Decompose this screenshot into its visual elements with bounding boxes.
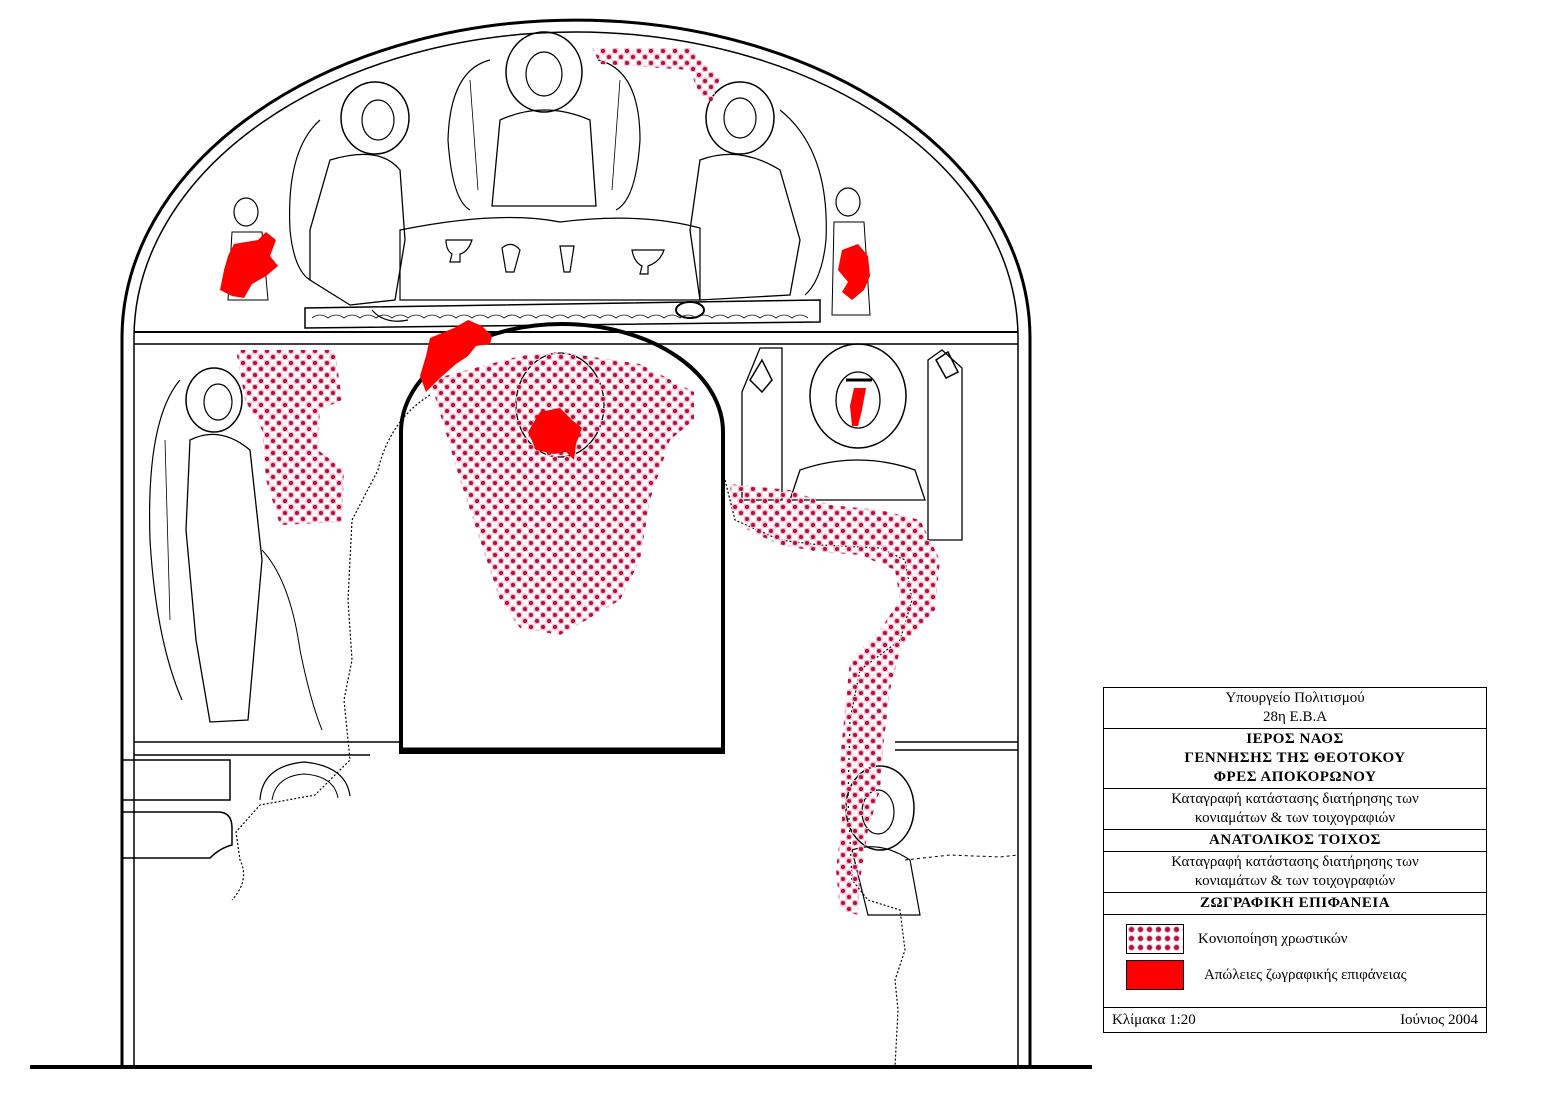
date-label: Ιούνιος 2004 [1400, 1012, 1478, 1028]
wall-inner-outline [133, 31, 1019, 1067]
right-angel-halo [705, 81, 775, 155]
title-block: Υπουργείο Πολιτισμού 28η Ε.Β.Α ΙΕΡΟΣ ΝΑΟ… [1103, 687, 1487, 1033]
architecture-left-tower [741, 347, 783, 501]
powdering-swatch [1126, 924, 1184, 954]
left-moulding [122, 759, 231, 801]
plaster-edge [231, 394, 431, 901]
table [304, 299, 821, 329]
central-angel-halo [505, 31, 583, 113]
survey-title-a-line-1: Καταγραφή κατάστασης διατήρησης των [1171, 791, 1419, 807]
powdering-area-lunette-top [592, 48, 720, 102]
authority-ministry: Υπουργείο Πολιτισμού [1225, 690, 1365, 706]
legend: Κονιοποίηση χρωστικών Απώλειες ζωγραφική… [1104, 915, 1486, 1008]
wall-outline [120, 18, 1032, 1067]
authority-department: 28η Ε.Β.Α [1262, 709, 1328, 725]
powdering-area-right-band [730, 484, 940, 915]
surface-name: ΖΩΓΡΑΦΙΚΗ ΕΠΙΦΑΝΕΙΑ [1104, 893, 1486, 915]
survey-title-b-line-2: κονιαμάτων & των τοιχογραφιών [1194, 873, 1396, 889]
survey-title-a: Καταγραφή κατάστασης διατήρησης των κονι… [1104, 789, 1486, 830]
legend-item-powdering: Κονιοποίηση χρωστικών [1104, 921, 1486, 957]
loss-area-1 [220, 232, 278, 298]
legend-item-loss: Απώλειες ζωγραφικής επιφάνειας [1104, 957, 1486, 993]
church-name-2: ΓΕΝΝΗΣΗΣ ΤΗΣ ΘΕΟΤΟΚΟΥ [1184, 750, 1406, 766]
powdering-area-window [430, 352, 694, 635]
loss-swatch [1126, 960, 1184, 990]
loss-area-3 [420, 320, 492, 392]
loss-area-4 [528, 408, 582, 460]
authority-block: Υπουργείο Πολιτισμού 28η Ε.Β.Α [1104, 688, 1486, 729]
survey-title-a-line-2: κονιαμάτων & των τοιχογραφιών [1194, 810, 1396, 826]
church-name-3: ΦΡΕΣ ΑΠΟΚΟΡΩΝΟΥ [1213, 769, 1377, 785]
church-name-1: ΙΕΡΟΣ ΝΑΟΣ [1246, 731, 1344, 747]
loss-area-5 [850, 388, 866, 426]
title-block-footer: Κλίμακα 1:20 Ιούνιος 2004 [1104, 1008, 1486, 1032]
annunciation-angel-halo [185, 367, 243, 433]
virgin-halo [809, 343, 907, 449]
window-opening [399, 322, 725, 754]
survey-title-b: Καταγραφή κατάστασης διατήρησης των κονι… [1104, 852, 1486, 893]
wall-name: ΑΝΑΤΟΛΙΚΟΣ ΤΟΙΧΟΣ [1104, 830, 1486, 852]
scale-label: Κλίμακα 1:20 [1112, 1012, 1196, 1028]
legend-label-powdering: Κονιοποίηση χρωστικών [1198, 930, 1348, 947]
powdering-area-left [236, 350, 344, 525]
loss-area-2 [838, 244, 870, 300]
left-angel-halo [340, 81, 410, 155]
legend-label-loss: Απώλειες ζωγραφικής επιφάνειας [1204, 966, 1407, 983]
church-block: ΙΕΡΟΣ ΝΑΟΣ ΓΕΝΝΗΣΗΣ ΤΗΣ ΘΕΟΤΟΚΟΥ ΦΡΕΣ ΑΠ… [1104, 729, 1486, 789]
survey-title-b-line-1: Καταγραφή κατάστασης διατήρησης των [1171, 854, 1419, 870]
architecture-right-tower [927, 349, 963, 541]
